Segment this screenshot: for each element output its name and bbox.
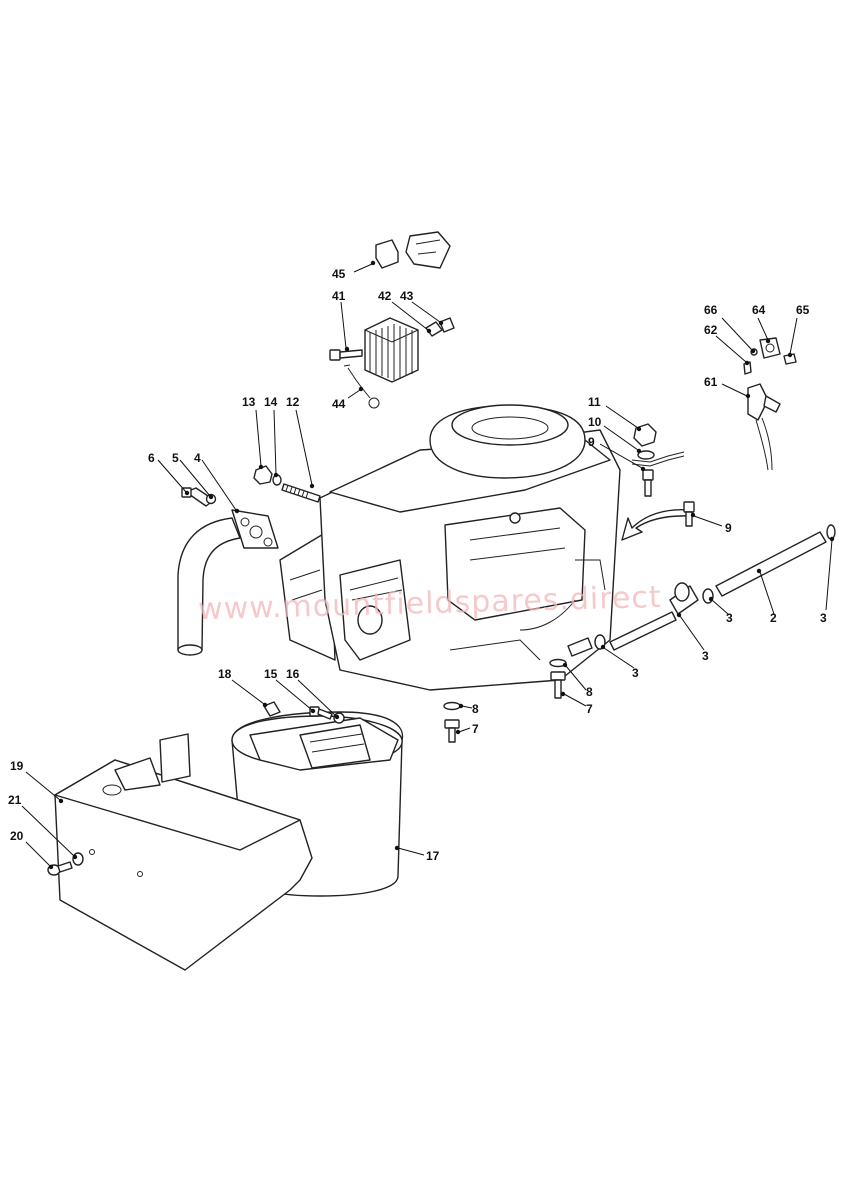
callout-11: 11 [588, 395, 601, 409]
heat-shield-19 [54, 733, 313, 971]
callout-3-filter: 3 [702, 649, 709, 663]
callout-6: 6 [148, 451, 155, 465]
callout-5: 5 [172, 451, 179, 465]
callout-8-right: 8 [586, 685, 593, 699]
callout-42: 42 [378, 289, 392, 303]
bolt-7-left [444, 719, 460, 743]
callout-66: 66 [704, 303, 718, 317]
throttle-assembly-61 [747, 383, 781, 471]
callout-20: 20 [10, 829, 24, 843]
washer-8-left [443, 701, 461, 711]
clamp-3-right [826, 524, 836, 540]
fuel-nipple [567, 637, 593, 657]
callout-2: 2 [770, 611, 777, 625]
callout-19: 19 [10, 759, 24, 773]
callout-61: 61 [704, 375, 718, 389]
bolt-7-right [550, 671, 566, 699]
bolt-43 [425, 317, 455, 337]
assembly-arrow [621, 508, 691, 541]
callout-14: 14 [264, 395, 278, 409]
callout-labels: 45 41 42 43 44 66 64 65 62 61 13 14 12 1… [8, 267, 827, 863]
callout-65: 65 [796, 303, 810, 317]
bolt-9-right [683, 501, 695, 527]
callout-10: 10 [588, 415, 602, 429]
engine-block [279, 404, 621, 691]
callout-15: 15 [264, 667, 278, 681]
clip-18 [263, 701, 281, 717]
washer-8-right [549, 658, 567, 668]
callout-62: 62 [704, 323, 718, 337]
callout-12: 12 [286, 395, 300, 409]
bolt-9 [642, 469, 654, 497]
callout-45: 45 [332, 267, 346, 281]
fuel-filter [669, 582, 699, 615]
relay-45 [375, 231, 451, 269]
callout-18: 18 [218, 667, 232, 681]
callout-16: 16 [286, 667, 300, 681]
nut-13 [253, 465, 273, 485]
callout-3-mid: 3 [726, 611, 733, 625]
fuel-hose-lower [609, 611, 677, 651]
callout-9-right: 9 [725, 521, 732, 535]
callout-41: 41 [332, 289, 346, 303]
wire-44 [343, 364, 380, 409]
callout-43: 43 [400, 289, 414, 303]
exhaust-pipe [177, 509, 279, 656]
callout-9-top: 9 [588, 435, 595, 449]
callout-17: 17 [426, 849, 440, 863]
clamp-64 [759, 337, 781, 359]
callout-44: 44 [332, 397, 346, 411]
bolt-41 [329, 349, 363, 361]
regulator-42 [364, 317, 419, 383]
stud-12 [281, 483, 321, 503]
callout-3-lower: 3 [632, 666, 639, 680]
callout-13: 13 [242, 395, 256, 409]
callout-21: 21 [8, 793, 22, 807]
leader-lines [21, 260, 835, 870]
callout-3-right: 3 [820, 611, 827, 625]
callout-7-right: 7 [586, 702, 593, 716]
callout-8-left: 8 [472, 702, 479, 716]
fuel-hose-2 [715, 531, 827, 597]
callout-7-left: 7 [472, 722, 479, 736]
spring-9 [631, 451, 685, 467]
washer-10 [637, 450, 655, 460]
callout-4: 4 [194, 451, 201, 465]
callout-64: 64 [752, 303, 766, 317]
